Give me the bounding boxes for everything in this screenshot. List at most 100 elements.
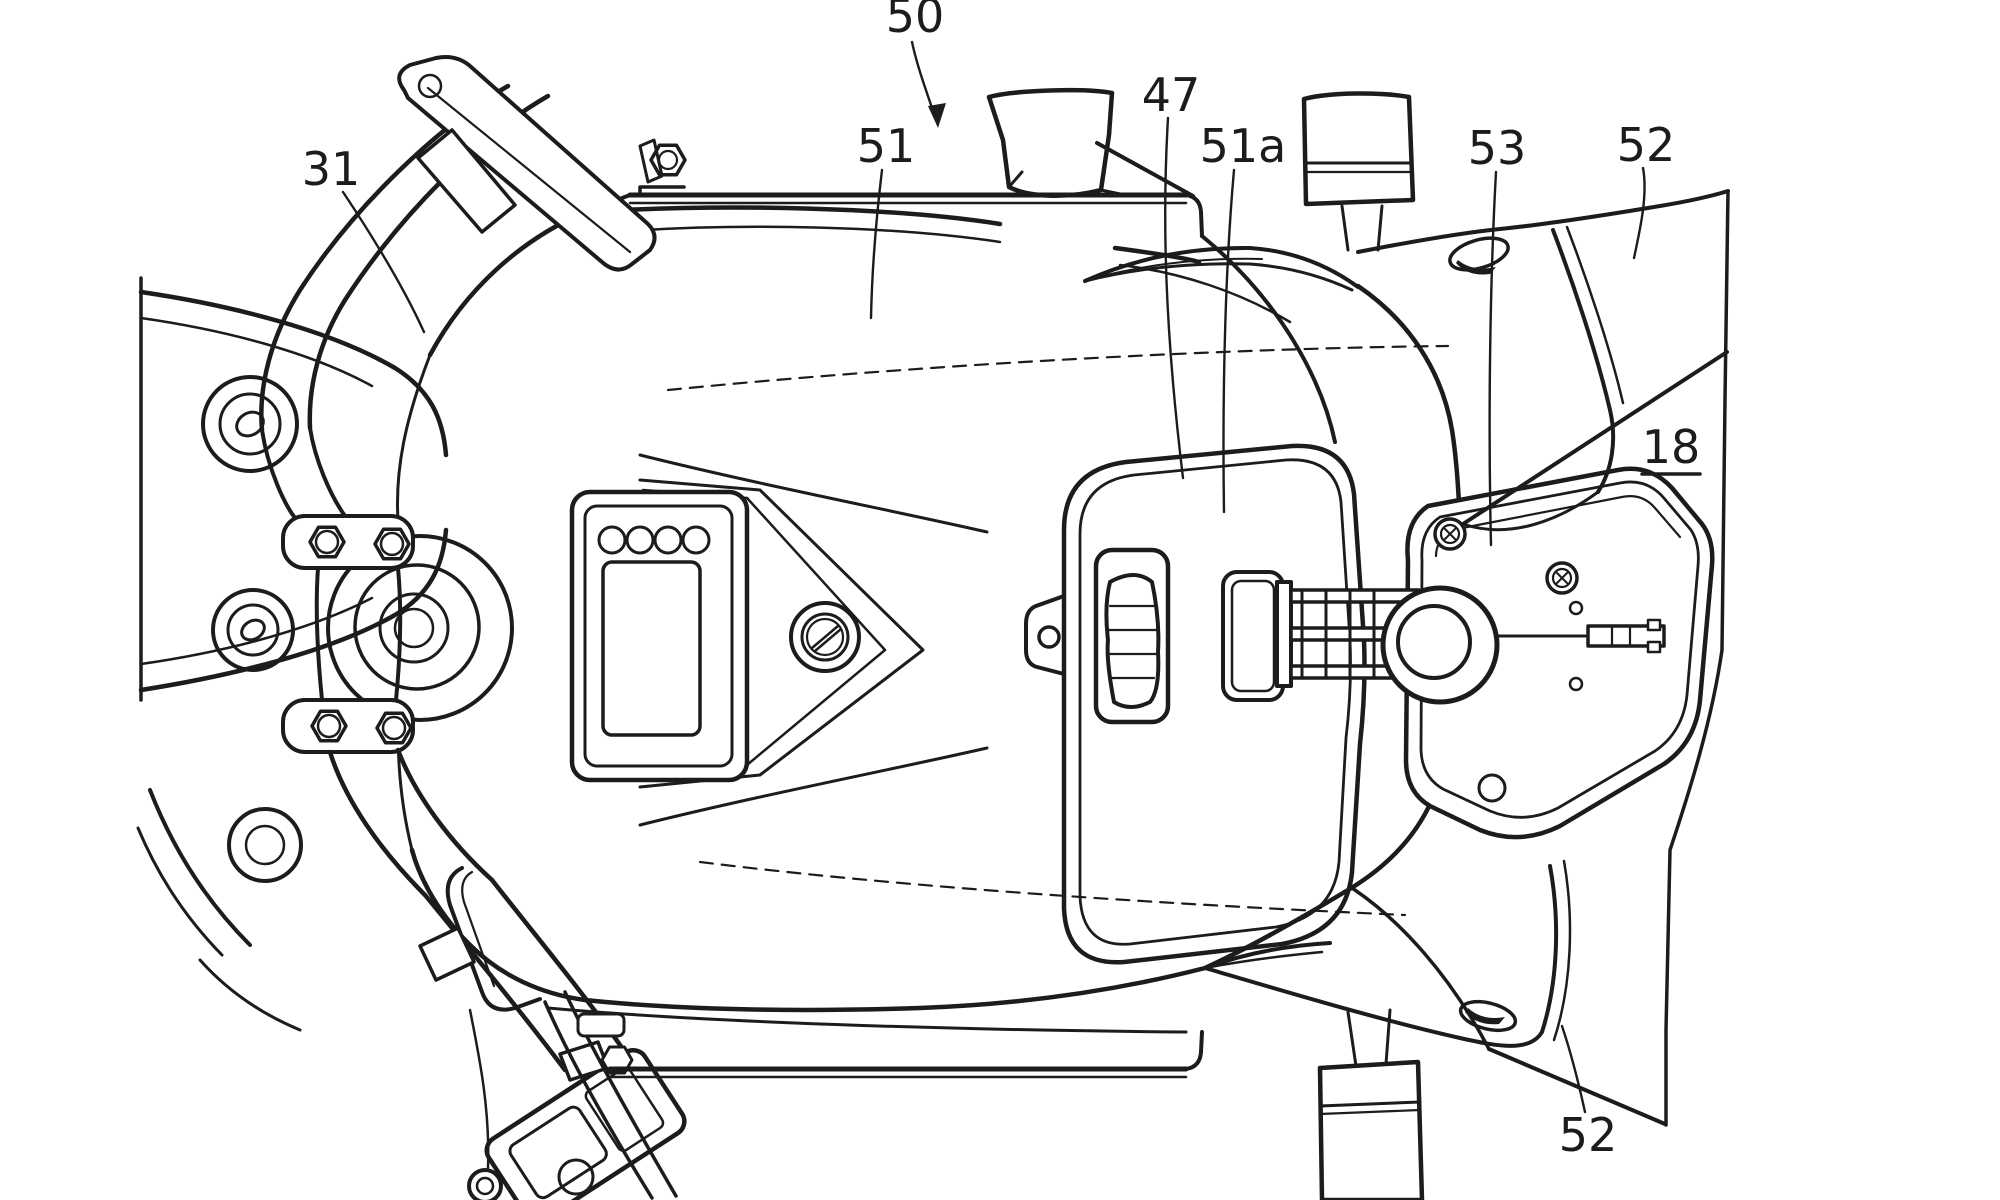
- fork-top-bolt: [201, 375, 299, 473]
- contour-line: [1184, 1030, 1204, 1071]
- keyhole-shadow: [1456, 260, 1496, 275]
- tank-left-edge: [396, 353, 432, 522]
- latch-notch: [1646, 640, 1662, 654]
- fork-top-bolt: [240, 618, 266, 642]
- contour-line: [638, 138, 664, 184]
- contour-line: [1346, 1008, 1392, 1068]
- contour-line: [1083, 262, 1354, 292]
- keyhole-shadow: [1465, 1008, 1505, 1025]
- steering-stem-nut: [393, 607, 435, 649]
- mirror-stay-blades: [1083, 245, 1360, 970]
- screw-head: [805, 617, 845, 657]
- fork-top-bolt: [218, 392, 282, 456]
- tank-seam-line: [1118, 263, 1292, 324]
- label-53: 53: [1468, 121, 1527, 175]
- clamp-wedge: [418, 926, 476, 982]
- leader-52-bottom: [1560, 1024, 1587, 1114]
- label-47: 47: [1142, 68, 1201, 122]
- steering-stem-nut: [378, 592, 450, 664]
- hidden-line: [698, 860, 1407, 917]
- handlebar-tube: [308, 426, 347, 518]
- leader-31: [341, 190, 426, 334]
- bottom-right-block: [1317, 1008, 1425, 1200]
- indicator-lamp: [681, 525, 711, 555]
- contour-line: [986, 88, 1115, 198]
- label-50: 50: [886, 0, 945, 43]
- label-51a: 51a: [1200, 119, 1287, 173]
- screw-cap: [800, 612, 850, 662]
- contour-line: [1301, 91, 1416, 207]
- hinge-pin: [1037, 625, 1061, 649]
- screw-cross: [1555, 571, 1569, 585]
- steering-stem: [353, 563, 481, 691]
- cable-guide-hook: [445, 866, 542, 1012]
- master-cylinder-cap: [508, 1105, 608, 1200]
- rubber-cap: [1104, 573, 1161, 709]
- fork-tube-arc: [148, 788, 252, 947]
- handlebar-tube: [314, 566, 324, 702]
- contour-line: [426, 86, 632, 254]
- pivot-boss: [475, 1176, 495, 1196]
- contour-line: [1099, 188, 1132, 198]
- cowl-right-edge: [1664, 189, 1730, 1127]
- hex-bolt-center: [381, 715, 407, 741]
- handlebar-tube: [395, 747, 495, 883]
- fork-cap: [227, 807, 303, 883]
- hex-bolt-center: [316, 713, 342, 739]
- seat-cowl: [1203, 189, 1730, 1127]
- lower-handlebar-cluster: [327, 747, 687, 1200]
- cowl-curve: [1552, 859, 1572, 1042]
- plate-outline: [1403, 466, 1715, 840]
- screw-cap: [789, 601, 861, 673]
- handlebar-tube: [394, 566, 403, 702]
- latch-keyhole: [1448, 236, 1510, 272]
- steering-stem: [326, 534, 514, 722]
- cowl-curve: [1551, 228, 1616, 494]
- steering-head-assembly: [136, 276, 514, 1032]
- latch-notch: [1646, 618, 1662, 632]
- contour-line: [1095, 141, 1195, 198]
- console-window: [601, 560, 702, 737]
- contour-line: [1340, 204, 1350, 252]
- cowl-curve: [1565, 225, 1625, 405]
- cowl-top-edge: [1356, 189, 1730, 254]
- recess-pocket-inner: [1230, 579, 1276, 693]
- smart-key-console: [569, 478, 925, 789]
- console-panel: [569, 489, 750, 783]
- hidden-line: [666, 344, 1450, 392]
- indicator-lamp: [625, 525, 655, 555]
- phillips-screw: [1551, 567, 1573, 589]
- contour-line: [1101, 257, 1263, 277]
- label-51: 51: [857, 119, 916, 173]
- fork-tube-arc: [136, 826, 224, 957]
- tank-top-edge: [582, 205, 1003, 227]
- screw-cross: [1443, 527, 1457, 541]
- cowl-seam: [1461, 350, 1729, 526]
- filler-cap-mechanism: [1275, 580, 1666, 705]
- bracket-rung: [1300, 588, 1376, 680]
- tank-shoulder: [1200, 234, 1337, 444]
- hex-bolt-center: [379, 531, 405, 557]
- latch-keyhole: [1458, 999, 1518, 1033]
- lever-clamp: [416, 128, 517, 234]
- contour-line: [1184, 193, 1204, 238]
- control-cable: [543, 1000, 654, 1200]
- handlebar-left-assembly: [259, 55, 687, 433]
- label-18: 18: [1642, 420, 1701, 474]
- contour-line: [1007, 170, 1024, 189]
- cowl-bottom-edge: [1203, 966, 1544, 1048]
- contour-line: [139, 316, 374, 388]
- hex-bolt-center: [314, 529, 340, 555]
- fork-cap: [244, 824, 286, 866]
- fork-top-bolt: [211, 588, 295, 672]
- tank-seam-line: [610, 225, 1002, 244]
- plate-seal-rail: [1419, 480, 1700, 819]
- leader-51: [869, 168, 884, 320]
- panel-tab: [576, 1012, 626, 1038]
- leader-52-top: [1632, 166, 1646, 260]
- lever-pivot: [417, 73, 443, 99]
- top-right-block: [1301, 91, 1416, 252]
- master-cylinder: [484, 1048, 687, 1200]
